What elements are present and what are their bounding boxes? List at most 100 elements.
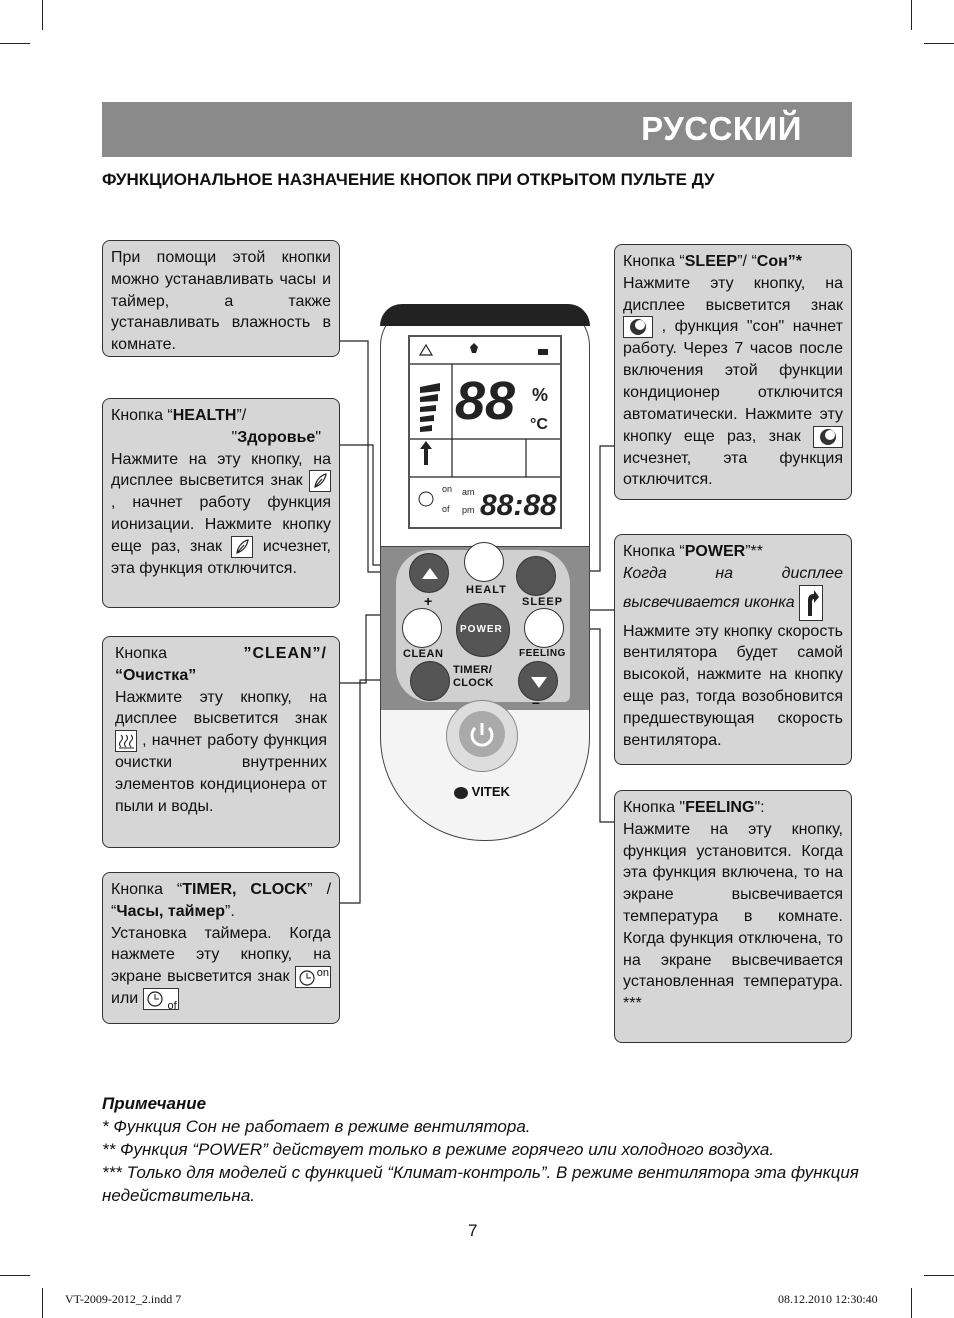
feeling-button-label: FEELING bbox=[519, 648, 566, 659]
power-name: POWER bbox=[684, 543, 746, 560]
sleep-icon bbox=[623, 316, 653, 339]
clean-text1: Нажмите эту кнопку, на дисплее высветитс… bbox=[115, 688, 327, 728]
up-button[interactable] bbox=[409, 553, 449, 593]
leaf-icon bbox=[309, 470, 332, 493]
section-title: ФУНКЦИОНАЛЬНОЕ НАЗНАЧЕНИЕ КНОПОК ПРИ ОТК… bbox=[102, 170, 715, 189]
timer-mid: ” / “ bbox=[111, 881, 332, 920]
clock-on-label: on bbox=[316, 967, 330, 980]
lcd-icons: 88 % °C on of am pm 88:88 bbox=[410, 343, 560, 522]
clean-wave-icon bbox=[115, 730, 137, 753]
clock-off-label: of bbox=[167, 1000, 177, 1013]
sleep-mid: ”/ “ bbox=[737, 253, 757, 270]
health-text3: исчезнет, эта функция отключится. bbox=[111, 538, 331, 578]
info-text: При помощи этой кнопки можно устанавлива… bbox=[111, 249, 331, 354]
lcd-percent: % bbox=[532, 385, 548, 405]
clock-off-icon: of bbox=[142, 988, 179, 1012]
note-1: * Функция Сон не работает в режиме венти… bbox=[102, 1117, 531, 1136]
info-box-feeling: Кнопка "FEELING": Нажмите на эту кнопку,… bbox=[614, 790, 852, 1043]
lcd-display: 88 % °C on of am pm 88:88 bbox=[408, 335, 562, 529]
down-button[interactable] bbox=[518, 661, 558, 701]
sleep-name-ru: Сон bbox=[756, 253, 788, 270]
crop-mark bbox=[0, 43, 30, 44]
power-italic: Когда на дисплее высвечивается иконка bbox=[623, 564, 843, 611]
crop-mark bbox=[42, 1288, 43, 1318]
triangle-up-icon bbox=[422, 568, 438, 579]
brand-name: VITEK bbox=[471, 784, 510, 799]
vitek-logo-icon bbox=[454, 786, 468, 799]
health-name-ru: Здоровье bbox=[237, 428, 316, 446]
info-box-clean: Кнопка ”CLEAN”/ “Очистка” Нажмите эту кн… bbox=[102, 636, 340, 848]
clean-button[interactable] bbox=[402, 608, 442, 648]
note-3: *** Только для моделей с функцией “Клима… bbox=[102, 1163, 859, 1205]
crop-mark bbox=[42, 0, 43, 30]
note-2: ** Функция “POWER” действует только в ре… bbox=[102, 1140, 775, 1159]
feeling-end: ": bbox=[754, 799, 765, 816]
clean-button-label: CLEAN bbox=[403, 648, 444, 660]
lcd-pm: pm bbox=[462, 505, 475, 515]
plus-label: + bbox=[424, 593, 434, 609]
clean-name-a: ”CLEAN”/ bbox=[243, 645, 327, 662]
triangle-down-icon bbox=[531, 677, 547, 688]
sleep-prefix: Кнопка “ bbox=[623, 253, 685, 270]
feeling-prefix: Кнопка " bbox=[623, 799, 686, 816]
health-text1: Нажмите на эту кнопку, на дисплее высвет… bbox=[111, 450, 331, 490]
timer-or: или bbox=[111, 990, 139, 1008]
feeling-button[interactable] bbox=[524, 608, 564, 648]
sleep-end: ”* bbox=[787, 253, 802, 270]
notes-section: Примечание * Функция Сон не работает в р… bbox=[102, 1092, 862, 1207]
power-button[interactable] bbox=[456, 603, 510, 657]
leaf-icon bbox=[231, 536, 254, 559]
lcd-temp-digits: 88 bbox=[455, 371, 515, 431]
power-arrow-icon bbox=[799, 584, 824, 621]
on-off-button[interactable] bbox=[446, 700, 518, 772]
health-prefix: Кнопка “ bbox=[111, 407, 173, 424]
info-box-sleep: Кнопка “SLEEP”/ “Сон”* Нажмите эту кнопк… bbox=[614, 244, 852, 500]
feeling-name: FEELING bbox=[685, 799, 755, 816]
timer-button-label: TIMER/ CLOCK bbox=[453, 664, 494, 689]
notes-heading: Примечание bbox=[102, 1094, 207, 1113]
health-button[interactable] bbox=[464, 542, 504, 582]
sleep-button[interactable] bbox=[516, 556, 556, 596]
power-icon bbox=[459, 711, 505, 757]
minus-label: – bbox=[532, 694, 541, 710]
health-button-label: HEALT bbox=[466, 584, 507, 596]
health-name: HEALTH bbox=[172, 407, 237, 424]
timer-text1: Установка таймера. Когда нажмете эту кно… bbox=[111, 924, 331, 986]
lcd-clock-digits: 88:88 bbox=[480, 489, 557, 522]
lcd-celsius: °C bbox=[530, 416, 548, 433]
timer-prefix: Кнопка “ bbox=[111, 881, 183, 898]
clean-name-b: “Очистка” bbox=[115, 666, 197, 684]
crop-mark bbox=[0, 1275, 30, 1276]
feeling-text: Нажмите на эту кнопку, функция установит… bbox=[623, 820, 843, 1013]
power-prefix: Кнопка “ bbox=[623, 543, 685, 560]
timer-name-ru: Часы, таймер bbox=[116, 902, 225, 920]
footer-left: VT-2009-2012_2.indd 7 bbox=[65, 1292, 182, 1306]
health-mid: ”/ bbox=[236, 407, 247, 424]
clock-on-icon: on bbox=[295, 966, 332, 989]
sleep-text3: исчезнет, эта функция отключится. bbox=[623, 449, 843, 489]
clean-prefix: Кнопка bbox=[115, 645, 167, 662]
sleep-icon bbox=[813, 425, 843, 448]
page-number: 7 bbox=[468, 1221, 478, 1240]
footer-right: 08.12.2010 12:30:40 bbox=[778, 1292, 878, 1306]
lcd-am: am bbox=[462, 487, 475, 497]
clean-text2: , начнет работу функция очистки внутренн… bbox=[115, 732, 327, 815]
crop-mark bbox=[911, 1288, 912, 1318]
info-box-timer-top: При помощи этой кнопки можно устанавлива… bbox=[102, 240, 340, 357]
sleep-text1: Нажмите эту кнопку, на дисплее высветитс… bbox=[623, 274, 843, 314]
power-end: ”** bbox=[745, 543, 763, 560]
sleep-name: SLEEP bbox=[684, 253, 738, 270]
brand-logo: VITEK bbox=[454, 784, 510, 799]
crop-mark bbox=[924, 43, 954, 44]
timer-clock-button[interactable] bbox=[410, 661, 450, 701]
lcd-of: of bbox=[442, 504, 450, 514]
language-title: РУССКИЙ bbox=[641, 110, 802, 147]
sleep-button-label: SLEEP bbox=[522, 596, 564, 608]
info-box-timer-clock: Кнопка “TIMER, CLOCK” / “Часы, таймер”. … bbox=[102, 872, 340, 1024]
info-box-power: Кнопка “POWER”** Когда на дисплее высвеч… bbox=[614, 534, 852, 765]
info-box-health: Кнопка “HEALTH”/ "Здоровье" Нажмите на э… bbox=[102, 398, 340, 608]
health-text2: , начнет работу функция ионизации. Нажми… bbox=[111, 494, 331, 556]
timer-name: TIMER, CLOCK bbox=[182, 881, 308, 898]
timer-end: ”. bbox=[225, 902, 235, 920]
lcd-on: on bbox=[442, 484, 452, 494]
